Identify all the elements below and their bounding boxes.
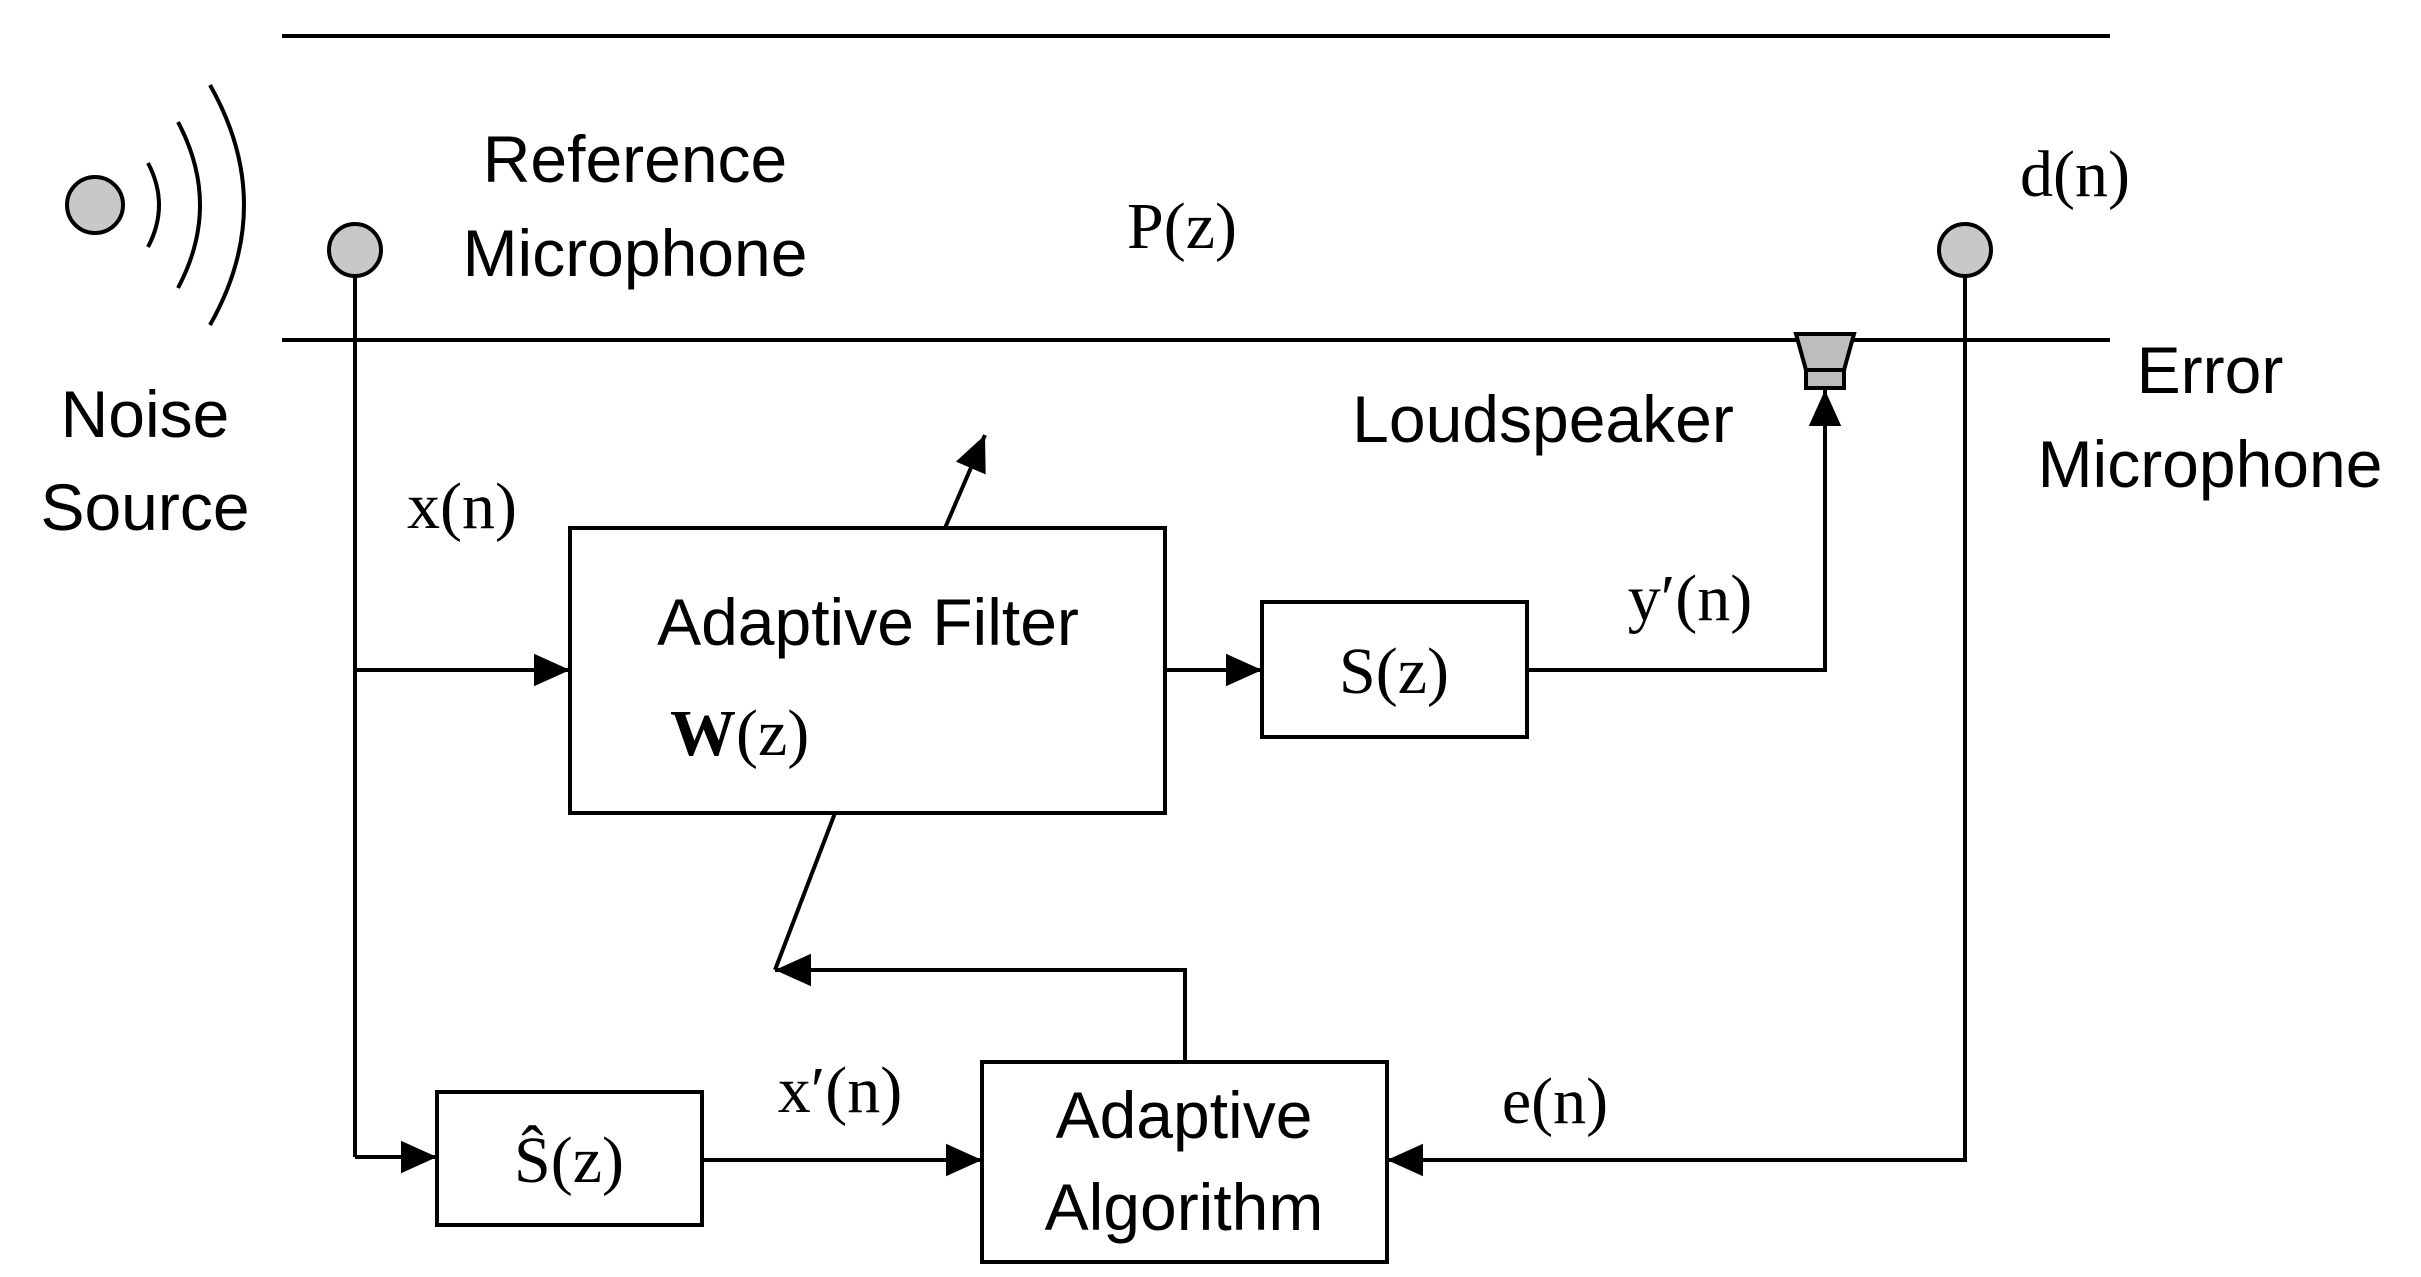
noise-source-label-line1: Noise — [61, 377, 230, 451]
noise-source-icon — [65, 175, 125, 235]
sound-wave-1 — [146, 162, 161, 248]
secondary-output-label: y′(n) — [1628, 562, 1752, 635]
adaptive-algorithm-title-line2: Algorithm — [1045, 1170, 1324, 1244]
loudspeaker-label: Loudspeaker — [1352, 382, 1734, 456]
secondary-path-label: S(z) — [1339, 635, 1449, 708]
adaptive-filter-block — [568, 526, 1167, 815]
secondary-path-block — [1260, 600, 1529, 739]
error-mic-label-line1: Error — [2137, 333, 2284, 407]
adaptation-line-bottom — [773, 812, 837, 971]
adaptive-filter-z: (z) — [736, 697, 809, 770]
adaptive-algorithm-title-line1: Adaptive — [1056, 1078, 1313, 1152]
reference-mic-label-line2: Microphone — [463, 216, 808, 290]
adaptive-filter-W: W — [670, 697, 736, 770]
primary-path-label: P(z) — [1127, 190, 1237, 263]
error-signal-label: e(n) — [1502, 1065, 1608, 1138]
reference-signal-label: x(n) — [407, 470, 517, 543]
noise-source-label-line2: Source — [40, 470, 249, 544]
sound-wave-3 — [208, 84, 246, 326]
sound-wave-2 — [176, 121, 202, 289]
secondary-estimate-block — [435, 1090, 704, 1227]
reference-microphone-icon — [327, 222, 383, 278]
secondary-estimate-label: Ŝ(z) — [514, 1124, 624, 1197]
algorithm-update-wire — [775, 953, 1187, 1062]
reference-mic-label-line1: Reference — [483, 122, 788, 196]
error-feedback-wire — [1387, 276, 1967, 1177]
loudspeaker-icon — [1793, 332, 1857, 390]
adaptation-arrow-top — [943, 434, 987, 529]
desired-signal-label: d(n) — [2020, 138, 2130, 211]
filtered-reference-label: x′(n) — [778, 1054, 902, 1127]
error-microphone-icon — [1937, 222, 1993, 278]
secondary-to-loudspeaker-wire — [1527, 390, 1842, 672]
adaptive-filter-transfer: W(z) — [670, 697, 809, 770]
adaptive-filter-title: Adaptive Filter — [657, 585, 1079, 659]
error-mic-label-line2: Microphone — [2038, 427, 2383, 501]
